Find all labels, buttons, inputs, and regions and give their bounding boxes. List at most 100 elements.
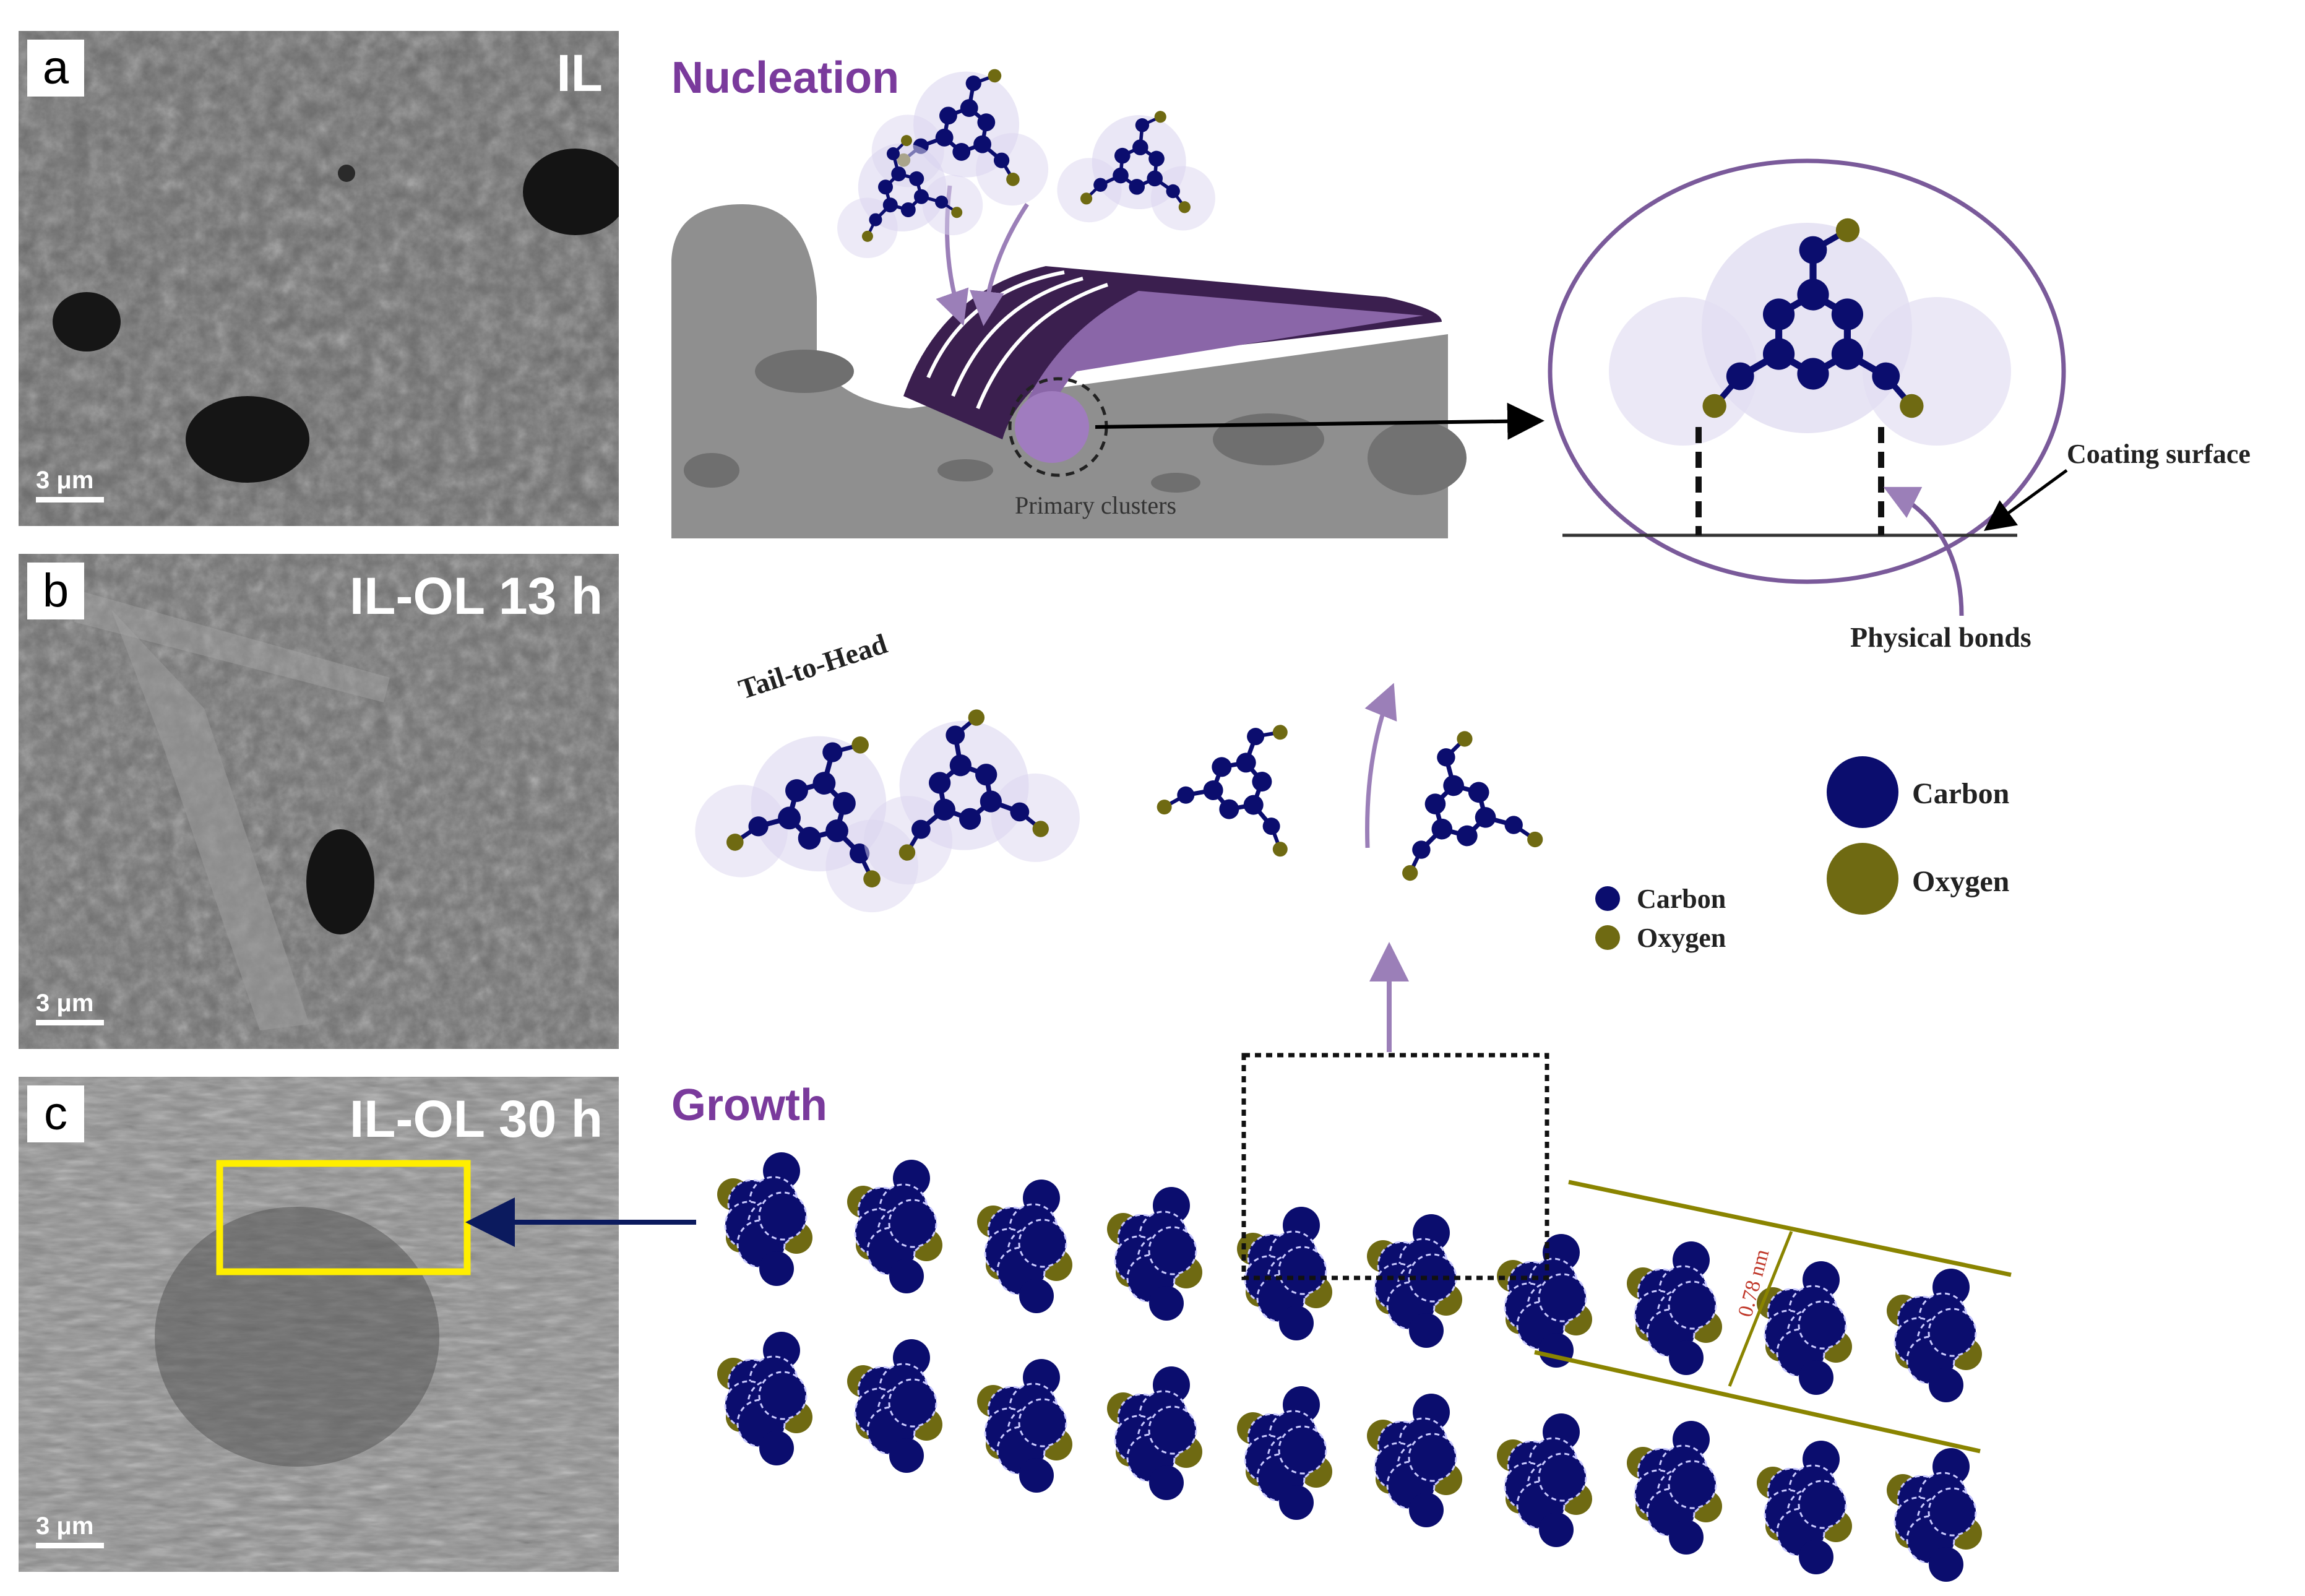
carbon-atom bbox=[1762, 298, 1795, 330]
carbon-atom bbox=[1831, 338, 1864, 370]
carbon-atom bbox=[887, 147, 900, 160]
oxygen-atom bbox=[1900, 394, 1924, 418]
carbon-atom bbox=[949, 754, 972, 777]
carbon-atom bbox=[1113, 167, 1129, 184]
carbon-atom bbox=[1424, 793, 1446, 814]
lattice-cluster bbox=[1887, 1448, 1982, 1582]
carbon-atom bbox=[1443, 775, 1464, 796]
carbon-atom bbox=[1019, 1279, 1054, 1313]
carbon-atom bbox=[1132, 139, 1148, 155]
carbon-atom bbox=[759, 1431, 794, 1465]
carbon-atom bbox=[1149, 1286, 1184, 1321]
tail-to-head-label: Tail-to-Head bbox=[735, 628, 891, 705]
lattice-cluster bbox=[717, 1332, 812, 1465]
lattice-cluster bbox=[1237, 1386, 1332, 1520]
small-legend-oxygen-marker bbox=[1595, 925, 1620, 950]
nucleation-label: Nucleation bbox=[671, 53, 899, 103]
legend-oxygen-label: Oxygen bbox=[1912, 865, 2009, 898]
carbon-atom bbox=[1147, 170, 1163, 187]
unit-selection-box bbox=[1241, 1053, 1549, 1280]
carbon-atom bbox=[785, 779, 808, 802]
physical-bonds-arrow bbox=[1883, 486, 1964, 616]
carbon-atom bbox=[960, 99, 978, 117]
carbon-atom bbox=[1212, 757, 1232, 777]
oxygen-atom bbox=[851, 736, 869, 754]
molecule-structures bbox=[695, 69, 1924, 913]
carbon-atom bbox=[889, 1259, 924, 1293]
lattice-cluster bbox=[1757, 1441, 1852, 1574]
oxygen-atom bbox=[1527, 831, 1543, 848]
carbon-atom bbox=[882, 197, 898, 213]
carbon-atom bbox=[1412, 840, 1431, 859]
carbon-atom bbox=[1148, 1405, 1197, 1455]
carbon-atom bbox=[1114, 147, 1131, 164]
carbon-atom bbox=[1831, 298, 1864, 330]
carbon-atom bbox=[1262, 817, 1280, 835]
carbon-atom bbox=[869, 213, 882, 226]
carbon-atom bbox=[1538, 1273, 1587, 1322]
carbon-atom bbox=[1539, 1333, 1574, 1368]
carbon-atom bbox=[900, 202, 916, 217]
oxygen-atom bbox=[726, 834, 744, 851]
physical-bonds-label: Physical bonds bbox=[1850, 621, 2031, 653]
oxygen-atom bbox=[1272, 842, 1288, 857]
molecule bbox=[1057, 111, 1215, 231]
lattice-cluster bbox=[1237, 1207, 1332, 1340]
carbon-atom bbox=[748, 816, 769, 837]
sem-panel-a: a IL 3 μm bbox=[19, 31, 619, 526]
lattice-cluster bbox=[717, 1152, 812, 1286]
oxygen-atom bbox=[898, 844, 916, 861]
carbon-atom bbox=[980, 790, 1002, 813]
carbon-atom bbox=[929, 772, 951, 794]
carbon-atom bbox=[1243, 795, 1264, 815]
carbon-atom bbox=[1797, 278, 1829, 311]
molecule-halo bbox=[976, 133, 1049, 206]
small-legend-oxygen-label: Oxygen bbox=[1637, 923, 1726, 953]
molecule bbox=[1402, 731, 1543, 881]
carbon-atom bbox=[975, 764, 997, 786]
lattice-cluster bbox=[1757, 1261, 1852, 1395]
scale-label-b: 3 μm bbox=[36, 990, 94, 1017]
carbon-atom bbox=[758, 1191, 808, 1241]
carbon-atom bbox=[1475, 807, 1496, 828]
carbon-atom bbox=[1408, 1433, 1457, 1482]
lattice-cluster bbox=[1497, 1413, 1592, 1547]
small-legend-carbon-marker bbox=[1595, 886, 1620, 911]
legend-large: Carbon Oxygen bbox=[1827, 756, 2009, 915]
oxygen-atom bbox=[1457, 731, 1473, 747]
carbon-atom bbox=[1726, 362, 1754, 390]
oxygen-atom bbox=[1402, 865, 1418, 881]
carbon-atom bbox=[825, 819, 848, 842]
carbon-atom bbox=[1236, 753, 1256, 773]
lattice-plane-2 bbox=[1534, 1350, 1981, 1454]
sem-panel-c: c IL-OL 30 h 3 μm bbox=[19, 1077, 619, 1572]
carbon-atom bbox=[1148, 150, 1165, 167]
sem-image-c bbox=[19, 1077, 619, 1572]
carbon-atom bbox=[1148, 1226, 1197, 1275]
oxygen-atom bbox=[1006, 173, 1020, 186]
carbon-atom bbox=[1799, 236, 1827, 264]
carbon-atom bbox=[1799, 1540, 1833, 1574]
legend-carbon-marker bbox=[1827, 756, 1898, 828]
nucleation-arrow-2 bbox=[970, 203, 1029, 326]
panel-letter-b: b bbox=[27, 563, 84, 619]
carbon-atom bbox=[994, 152, 1010, 168]
carbon-atom bbox=[1872, 362, 1900, 390]
sem-panel-b: b IL-OL 13 h 3 μm bbox=[19, 554, 619, 1049]
oxygen-atom bbox=[1178, 201, 1191, 214]
carbon-atom bbox=[1929, 1368, 1963, 1402]
growth-label: Growth bbox=[671, 1081, 827, 1130]
molecule-halo bbox=[1057, 158, 1122, 223]
oxygen-atom bbox=[1080, 192, 1093, 205]
carbon-atom bbox=[1093, 178, 1108, 192]
carbon-atom bbox=[1129, 179, 1145, 195]
lattice-cluster bbox=[1367, 1214, 1462, 1348]
carbon-atom bbox=[822, 742, 843, 762]
oxygen-atom bbox=[861, 230, 873, 242]
oxygen-atom bbox=[968, 709, 985, 726]
panel-title-a: IL bbox=[556, 44, 603, 102]
carbon-atom bbox=[1668, 1460, 1717, 1509]
rotation-arrow bbox=[1364, 683, 1397, 848]
scale-bar-b: 3 μm bbox=[36, 990, 104, 1025]
carbon-atom bbox=[977, 113, 996, 132]
